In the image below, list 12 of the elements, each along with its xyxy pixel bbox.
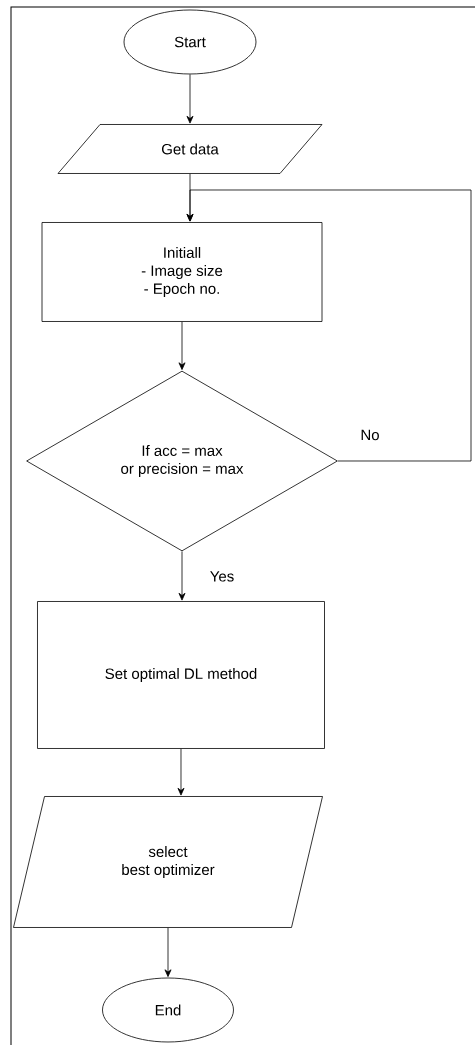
arrow: [164, 927, 172, 977]
edge-label: Yes: [210, 571, 234, 582]
process-box: Set optimal DL method: [37, 601, 325, 749]
data-parallelogram: select best optimizer: [13, 796, 323, 928]
arrow: [178, 321, 186, 370]
data-parallelogram: Get data: [57, 124, 323, 174]
arrow: [177, 748, 185, 796]
arrow: [186, 189, 472, 462]
process-box: Initiall - Image size - Epoch no.: [41, 222, 323, 322]
arrow: [186, 74, 194, 124]
arrow: [178, 551, 186, 601]
edge-label: No: [361, 429, 379, 441]
